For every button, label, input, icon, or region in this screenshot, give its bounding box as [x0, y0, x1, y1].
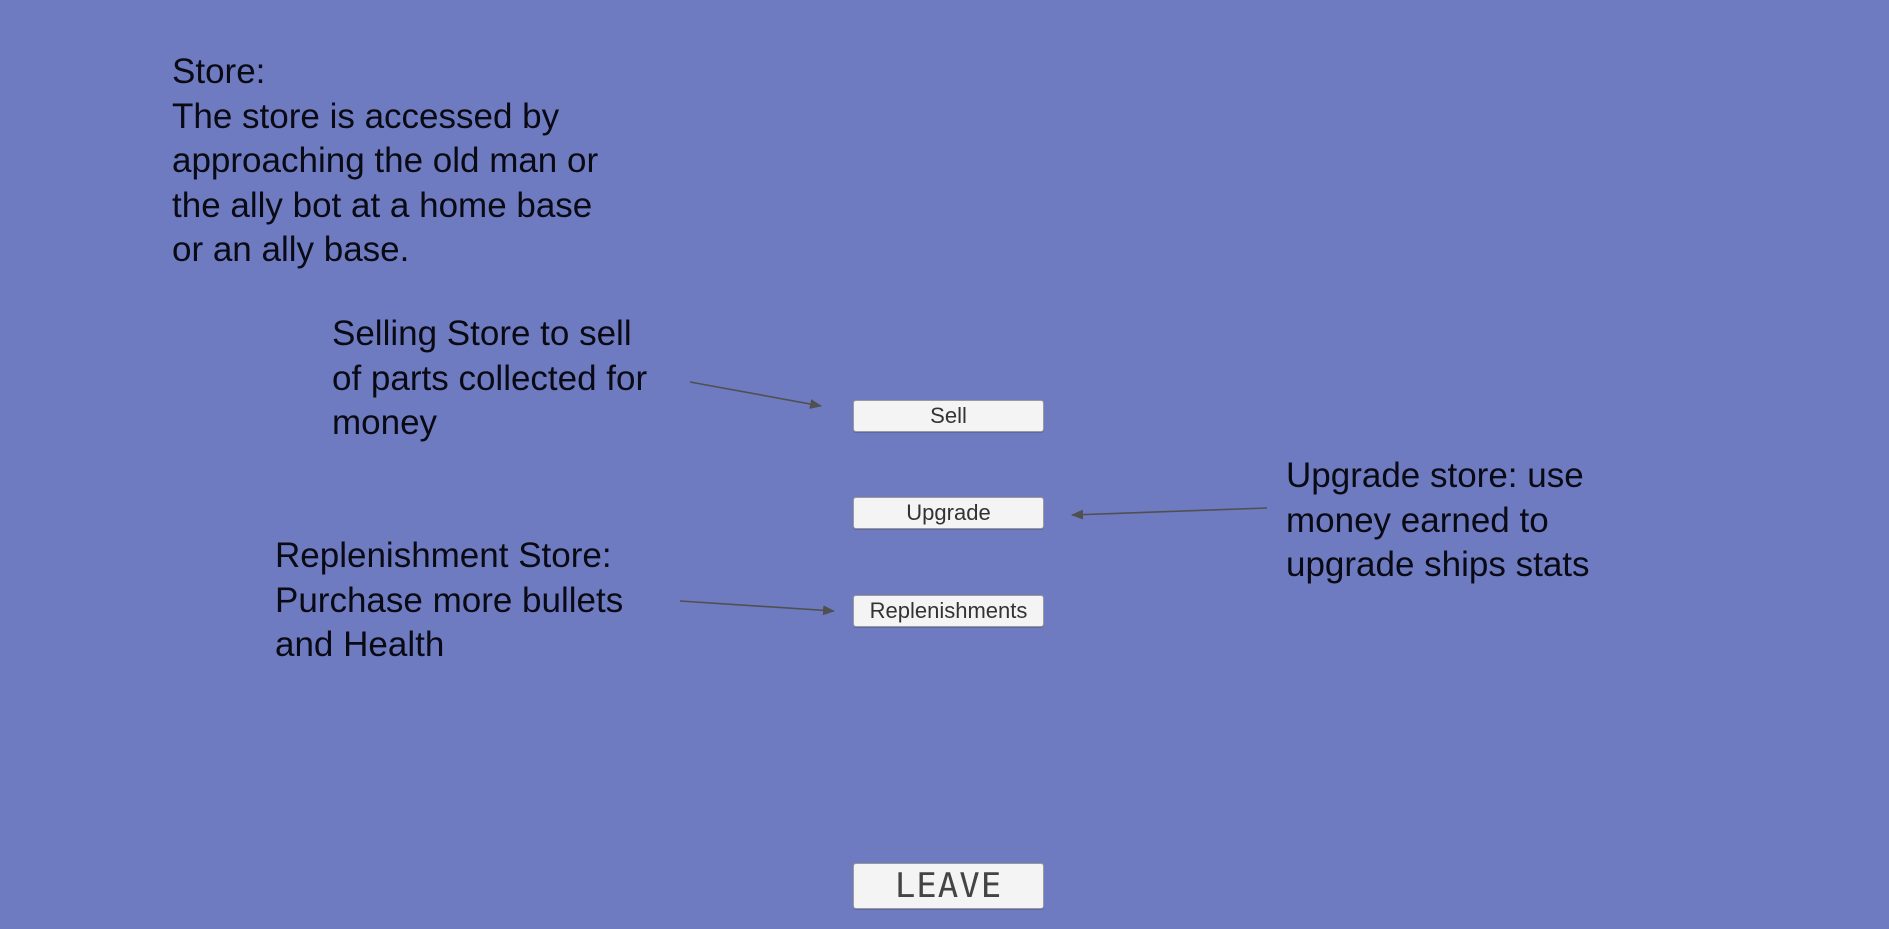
upgrade-note-line: Upgrade store: use [1286, 456, 1584, 495]
intro-line: approaching the old man or [172, 141, 599, 180]
intro-line: or an ally base. [172, 230, 410, 269]
sell-arrow [689, 381, 822, 409]
sell-store-note: Selling Store to sell of parts collected… [332, 312, 647, 446]
replenishment-arrow [679, 600, 835, 616]
leave-button[interactable]: LEAVE [853, 863, 1044, 909]
upgrade-store-note: Upgrade store: use money earned to upgra… [1286, 454, 1590, 588]
replenishment-note-line: Replenishment Store: [275, 536, 612, 575]
replenishment-note-line: and Health [275, 625, 445, 664]
sell-note-line: of parts collected for [332, 358, 648, 398]
upgrade-button[interactable]: Upgrade [853, 497, 1044, 529]
replenishment-note-line: Purchase more bullets [275, 580, 624, 620]
replenishments-button[interactable]: Replenishments [853, 595, 1044, 627]
intro-line: Store: [172, 52, 266, 91]
intro-line: the ally bot at a home base [172, 185, 593, 225]
upgrade-note-line: upgrade ships stats [1286, 545, 1590, 584]
upgrade-note-line: money earned to [1286, 500, 1549, 540]
sell-button[interactable]: Sell [853, 400, 1044, 432]
intro-line: The store is accessed by [172, 96, 560, 136]
upgrade-arrow [1071, 507, 1268, 520]
replenishment-store-note: Replenishment Store: Purchase more bulle… [275, 534, 623, 668]
store-intro-note: Store: The store is accessed by approach… [172, 50, 598, 273]
sell-note-line: money [332, 403, 438, 442]
sell-note-line: Selling Store to sell [332, 314, 632, 353]
